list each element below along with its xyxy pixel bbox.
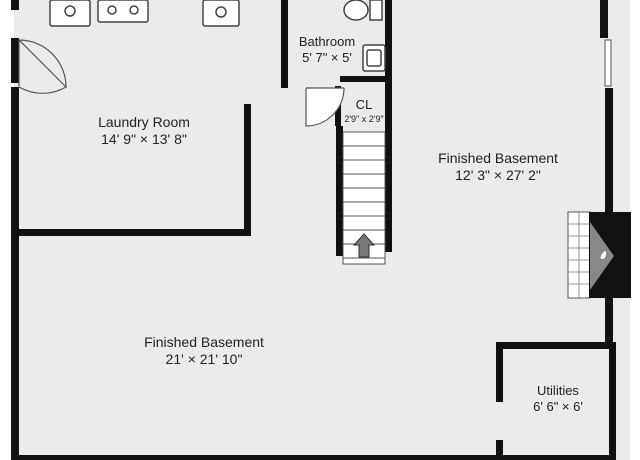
dryer-icon	[202, 0, 240, 27]
stairs-up-arrow-icon	[352, 233, 376, 258]
room-label-finished-main: Finished Basement 21' × 21' 10"	[144, 334, 264, 368]
room-name: Laundry Room	[98, 114, 190, 130]
room-name: Finished Basement	[438, 150, 558, 166]
room-label-utilities: Utilities 6' 6" × 6'	[533, 383, 583, 415]
room-label-bathroom: Bathroom 5' 7" × 5'	[299, 34, 355, 66]
room-name: Bathroom	[298, 34, 356, 49]
washer-icon	[49, 0, 91, 27]
fireplace-icon	[567, 211, 631, 299]
room-name: Finished Basement	[144, 334, 264, 350]
room-label-finished-right: Finished Basement 12' 3" × 27' 2"	[438, 150, 558, 184]
room-dimensions: 5' 7" × 5'	[302, 50, 352, 65]
room-dimensions: 6' 6" × 6'	[533, 399, 583, 414]
room-dimensions: 2'9" x 2'9"	[344, 114, 384, 124]
laundry-sink-icon	[97, 0, 149, 23]
bathroom-sink-icon	[362, 44, 386, 72]
room-label-laundry: Laundry Room 14' 9" × 13' 8"	[98, 114, 190, 148]
room-dimensions: 12' 3" × 27' 2"	[455, 167, 541, 183]
door-swing-icon	[18, 38, 345, 127]
room-dimensions: 21' × 21' 10"	[165, 351, 243, 367]
toilet-icon	[343, 0, 383, 21]
room-dimensions: 14' 9" × 13' 8"	[101, 131, 187, 147]
window-icon	[604, 39, 612, 87]
room-name: Utilities	[537, 383, 579, 398]
room-label-closet: CL 2'9" x 2'9"	[344, 97, 383, 125]
room-name: CL	[355, 97, 373, 112]
